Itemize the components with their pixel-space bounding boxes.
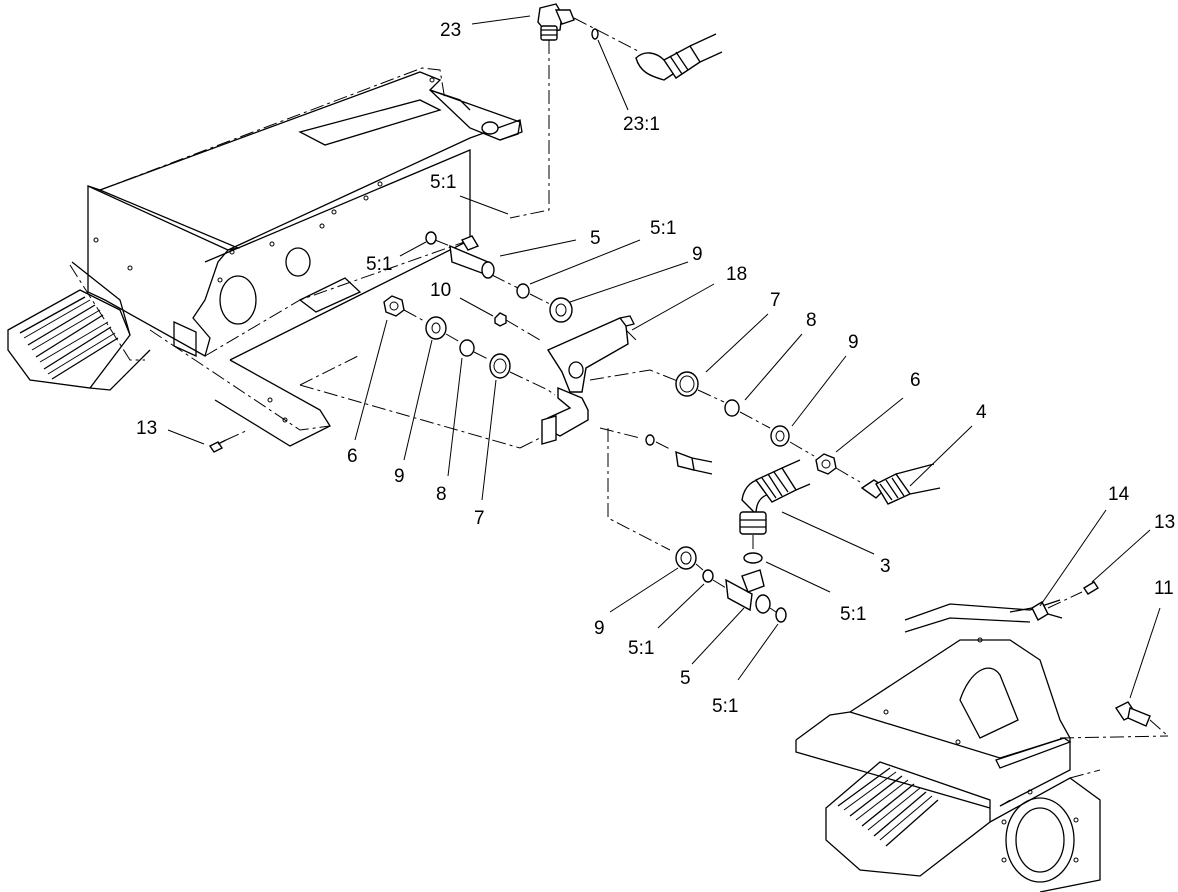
- right-hardware-row: [599, 371, 941, 505]
- callout-8-left: 8: [436, 484, 447, 505]
- callout-8-right: 8: [806, 310, 817, 331]
- elbow-and-tee-group: [607, 428, 811, 623]
- bracket-18: [299, 315, 681, 449]
- callout-7-right: 7: [770, 290, 781, 311]
- callout-7-left: 7: [474, 508, 485, 529]
- callout-10: 10: [430, 280, 451, 301]
- callout-5-1-left: 5:1: [366, 254, 392, 275]
- callout-9-lower: 9: [594, 618, 605, 639]
- callout-5-1-lower-left: 5:1: [628, 638, 654, 659]
- right-frame-assembly: [795, 581, 1169, 892]
- callout-14: 14: [1108, 484, 1130, 505]
- leader-lines: [167, 15, 1161, 699]
- callout-5-upper: 5: [590, 228, 601, 249]
- callout-6-right: 6: [910, 370, 921, 391]
- callout-9-left: 9: [394, 466, 405, 487]
- screw-13-left: [208, 429, 249, 453]
- callout-11: 11: [1154, 578, 1174, 599]
- callout-9-right: 9: [848, 332, 859, 353]
- callout-13-left: 13: [136, 418, 157, 439]
- callout-labels: 23 23:1 5:1 5:1 5:1 5 9 10 18 7 8 9 6 4 …: [136, 20, 1175, 717]
- callout-3: 3: [880, 556, 891, 577]
- callout-6-left: 6: [347, 446, 358, 467]
- callout-5-1-upper: 5:1: [650, 218, 676, 239]
- callout-5-lower: 5: [680, 668, 691, 689]
- left-hardware-row: [299, 295, 556, 396]
- callout-5-1-lower-right: 5:1: [712, 696, 738, 717]
- top-fitting-group: [509, 3, 723, 219]
- upper-fitting-5: [425, 231, 573, 323]
- callout-13-right: 13: [1154, 512, 1175, 533]
- callout-23-1: 23:1: [623, 114, 660, 135]
- left-frame-assembly: [7, 67, 523, 447]
- callout-5-1-top: 5:1: [430, 172, 456, 193]
- callout-4: 4: [976, 402, 987, 423]
- callout-5-1-tee-right: 5:1: [840, 604, 866, 625]
- callout-23: 23: [440, 20, 461, 41]
- callout-18: 18: [726, 264, 747, 285]
- callout-9-upper: 9: [692, 244, 703, 265]
